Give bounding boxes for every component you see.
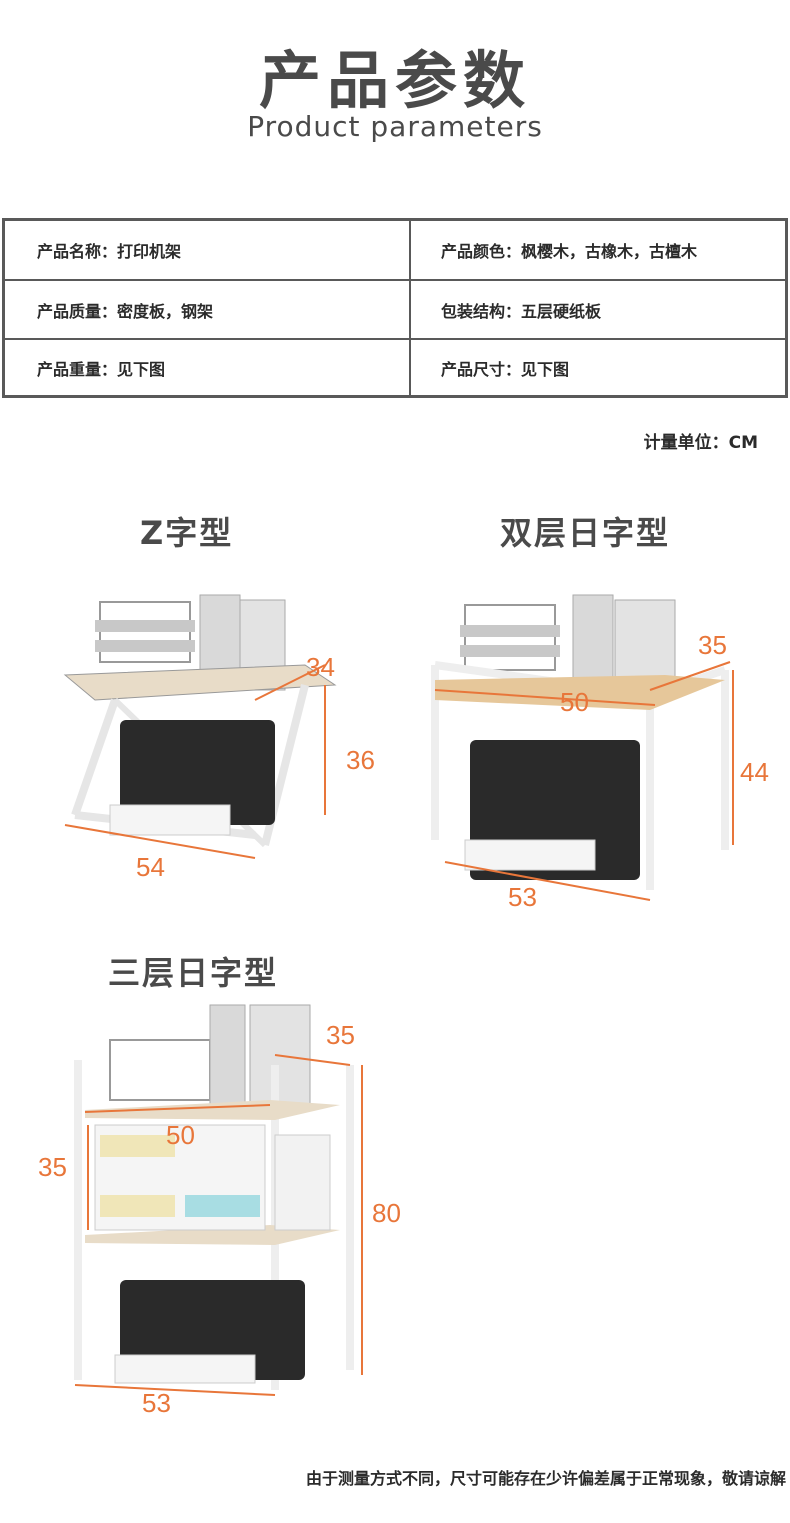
product-triple-title: 三层日字型 bbox=[108, 954, 279, 992]
z-depth-label: 34 bbox=[306, 652, 335, 682]
z-width-label: 54 bbox=[136, 852, 165, 882]
double-height-label: 44 bbox=[740, 757, 769, 787]
product-double-title: 双层日字型 bbox=[500, 514, 671, 552]
param-product-material: 产品质量：密度板，钢架 bbox=[5, 281, 411, 340]
product-z-title: Z字型 bbox=[140, 514, 234, 552]
page-title: 产品参数 bbox=[258, 44, 531, 117]
page-subtitle: Product parameters bbox=[247, 110, 543, 143]
param-product-size: 产品尺寸：见下图 bbox=[441, 359, 570, 379]
triple-width-bottom-label: 53 bbox=[142, 1388, 171, 1418]
parameter-table: 产品名称：打印机架 产品颜色：枫樱木，古橡木，古檀木 产品质量：密度板，钢架 包… bbox=[2, 218, 788, 398]
measurement-unit: 计量单位：CM bbox=[643, 433, 758, 453]
double-rack-illustration bbox=[431, 594, 734, 901]
triple-depth-label: 35 bbox=[326, 1020, 355, 1050]
param-packaging: 包装结构：五层硬纸板 bbox=[411, 281, 785, 340]
z-rack-illustration bbox=[63, 594, 337, 859]
triple-shelf-height-label: 35 bbox=[38, 1152, 67, 1182]
triple-height-label: 80 bbox=[372, 1198, 401, 1228]
double-width-bottom-label: 53 bbox=[508, 882, 537, 912]
param-product-color: 产品颜色：枫樱木，古橡木，古檀木 bbox=[411, 221, 785, 281]
disclaimer-text: 由于测量方式不同，尺寸可能存在少许偏差属于正常现象，敬请谅解 bbox=[305, 1469, 786, 1488]
triple-width-top-label: 50 bbox=[166, 1120, 195, 1150]
param-product-name: 产品名称：打印机架 bbox=[5, 221, 411, 281]
double-depth-label: 35 bbox=[698, 630, 727, 660]
double-width-top-label: 50 bbox=[560, 687, 589, 717]
param-product-weight: 产品重量：见下图 bbox=[5, 340, 411, 395]
triple-rack-illustration bbox=[74, 1004, 363, 1396]
z-height-label: 36 bbox=[346, 745, 375, 775]
